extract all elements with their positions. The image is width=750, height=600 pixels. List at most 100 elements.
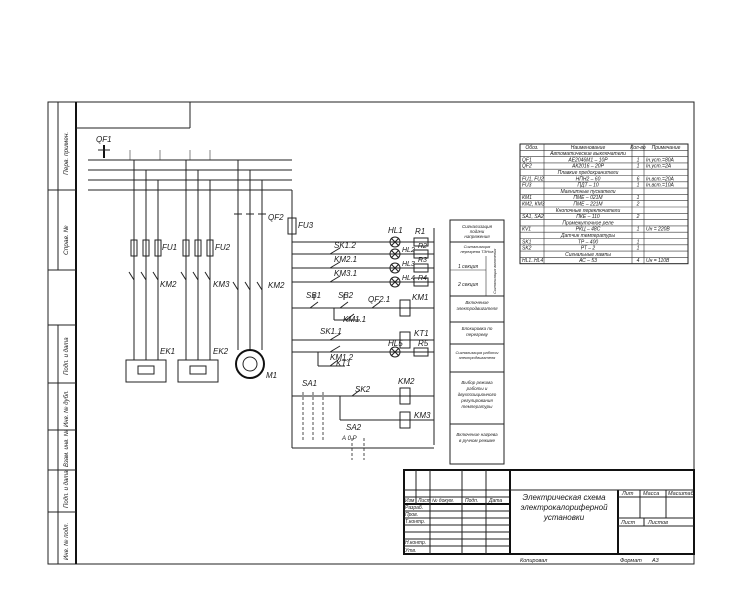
tb-role-approved: Утв. (405, 548, 416, 554)
spec-name: ПМЕ – 221М (573, 202, 603, 208)
spec-qty: 6 (637, 176, 640, 182)
side-label-orig-inv: Инв. № подл. (63, 523, 70, 560)
title-block: Изм Лист № докум. Подп. Дата Разраб. Про… (403, 469, 695, 564)
label-KM1-coil: KM1 (412, 293, 428, 302)
label-FU1: FU1 (162, 243, 177, 252)
spec-code: HL1..HL4 (522, 258, 543, 264)
spec-qty: 1 (637, 246, 640, 252)
label-FU3: FU3 (298, 221, 314, 230)
spec-name: ПКЕ – 110 (576, 214, 600, 220)
label-R2: R2 (418, 243, 427, 250)
label-SK1.2: SK1.2 (334, 241, 356, 250)
spec-name: ТР – 400 (578, 239, 599, 245)
label-R5: R5 (418, 339, 429, 348)
spec-section: Промежуточное реле (562, 220, 614, 226)
tb-copied: Копировал (520, 558, 547, 564)
spec-code: FU3 (522, 183, 532, 189)
spec-qty: 2 (636, 214, 640, 220)
spec-table-border (519, 143, 689, 265)
label-KT1-contact: KT1 (336, 359, 351, 368)
spec-name: ПДТ – 10 (577, 183, 599, 189)
label-HL4: HL4 (402, 275, 415, 282)
label-SA2: SA2 (346, 423, 362, 432)
label-KM1.1: KM1.1 (343, 315, 366, 324)
spec-note: Uн = 220В (646, 227, 670, 233)
spec-name: АЕ2046М1 – 10Р (567, 157, 608, 163)
side-label-sign-date-2: Подп. и дата (64, 470, 70, 508)
label-SB2: SB2 (338, 291, 354, 300)
label-SA2-positions: А 0 Р (341, 436, 357, 442)
label-R4: R4 (418, 275, 427, 282)
tb-sheets: Листов (647, 520, 668, 526)
spec-code: SK2 (522, 246, 532, 252)
label-EK2: EK2 (213, 347, 229, 356)
power-circuit: QF1 FU1 FU2 KM2 KM3 (88, 135, 314, 448)
spec-section: Магнитные пускатели (560, 189, 615, 195)
heater-EK1 (125, 359, 167, 383)
spec-note: Uн = 110В (646, 258, 670, 264)
label-KT1-coil: KT1 (414, 329, 429, 338)
side-labels-top: Перв. примен. Справ. № (48, 102, 76, 271)
spec-code: QF1 (522, 157, 532, 163)
label-QF2.1: QF2.1 (368, 295, 390, 304)
label-R3: R3 (418, 257, 427, 264)
label-HL3: HL3 (402, 261, 415, 268)
side-label-replace-inv: Взам. инв. № (63, 429, 70, 467)
spec-code: КМ2, КМ3 (522, 202, 545, 208)
spec-qty: 1 (637, 227, 640, 233)
spec-name: РТ – 2 (581, 246, 596, 252)
label-M1: M1 (266, 371, 277, 380)
label-HL1: HL1 (388, 226, 403, 235)
tb-lit: Лит (621, 491, 634, 497)
spec-code: КV1 (522, 227, 531, 233)
spec-header: Примечание (652, 145, 681, 151)
coil-KM1 (399, 299, 411, 317)
tb-role-tech-control: Т.контр. (405, 519, 425, 525)
spec-header: Кол-во (630, 145, 646, 151)
corner-stamp (76, 102, 191, 129)
label-KM3-coil: KM3 (414, 411, 431, 420)
label-KM1.2: KM1.2 (330, 353, 354, 362)
label-SB1: SB1 (306, 291, 321, 300)
spec-section: Плавкие предохранители (558, 170, 619, 176)
tb-col-sign: Подп. (465, 498, 478, 504)
spec-code: КМ1 (522, 195, 532, 201)
spec-code: FU1, FU2 (522, 176, 544, 182)
tb-sheet: Лист (620, 520, 636, 526)
spec-header: Наименование (571, 145, 606, 151)
spec-qty: 1 (637, 183, 640, 189)
label-KM3.1: KM3.1 (334, 269, 357, 278)
block-on-signal: Сигнализация включения (493, 249, 497, 294)
spec-name: НПН2 – 60 (576, 176, 601, 182)
label-FU2: FU2 (215, 243, 231, 252)
motor-M1 (235, 349, 265, 379)
outer-frame (47, 101, 695, 565)
label-QF1: QF1 (96, 135, 112, 144)
block-section-2: 2 секция (457, 282, 478, 288)
tb-role-norm-control: Н.контр. (405, 540, 426, 546)
spec-qty: 2 (636, 202, 640, 208)
spec-code: QF2 (522, 164, 532, 170)
tb-col-date: Дата (488, 498, 502, 504)
spec-code: SA1, SA2 (522, 214, 544, 220)
label-HL2: HL2 (402, 247, 415, 254)
spec-qty: 1 (637, 164, 640, 170)
label-KM2-coil: KM2 (398, 377, 415, 386)
spec-section: Кнопочные переключатели (556, 208, 621, 214)
tb-col-sheet: Лист (417, 498, 431, 504)
label-SK2: SK2 (355, 385, 371, 394)
block-section-1: 1 секция (458, 264, 478, 270)
side-label-dup-inv: Инв. № дубл. (63, 390, 70, 427)
tb-col-doc: № докум. (432, 498, 454, 504)
label-HL5: HL5 (388, 339, 403, 348)
spec-section: Датчик температуры (560, 233, 615, 239)
side-label-first-use: Перв. примен. (63, 132, 70, 175)
